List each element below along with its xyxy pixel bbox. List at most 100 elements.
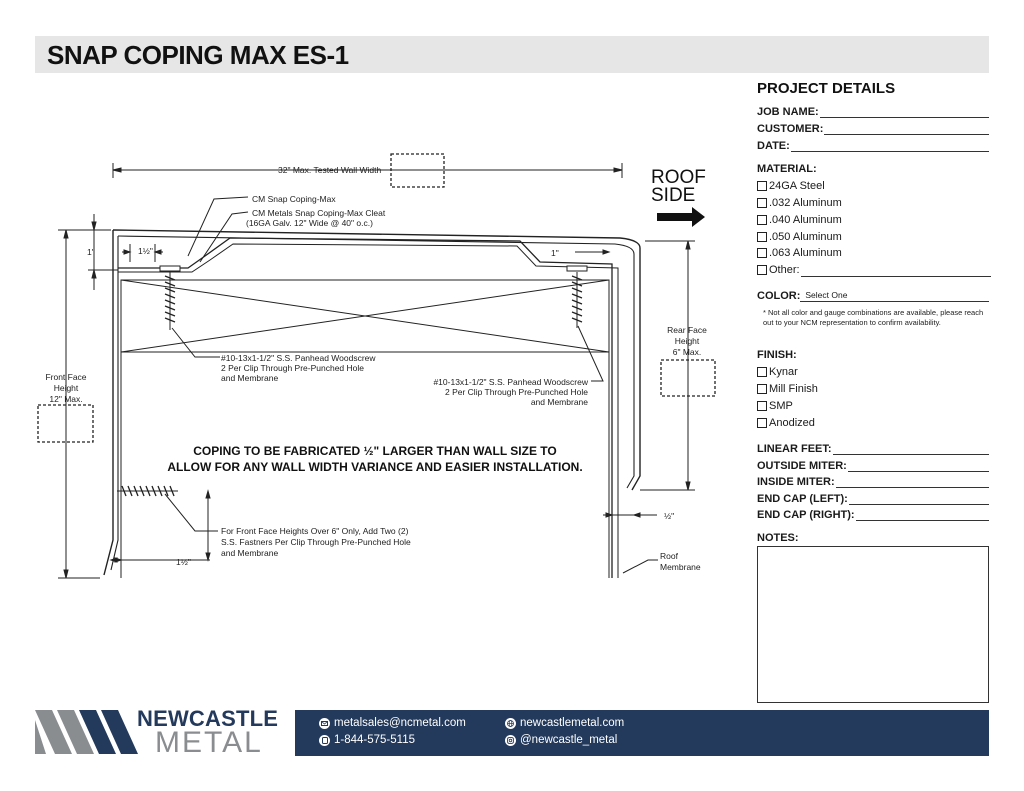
rear-face-line-3: 6" Max.: [672, 347, 702, 357]
material-other-label: Other:: [769, 264, 800, 276]
checkbox[interactable]: [757, 367, 767, 377]
material-option-label: .063 Aluminum: [769, 247, 842, 259]
fastener-note-line-2: S.S. Fastners Per Clip Through Pre-Punch…: [221, 537, 411, 547]
checkbox[interactable]: [757, 401, 767, 411]
dim-1in-right: 1": [551, 248, 559, 258]
job-name-field[interactable]: JOB NAME:: [757, 104, 989, 118]
contact-bar: metalsales@ncmetal.com 1-844-575-5115 ne…: [295, 710, 989, 756]
technical-drawing: 32" Max. Tested Wall Width CM Snap Copin…: [37, 153, 716, 579]
website-text: newcastlemetal.com: [520, 717, 625, 729]
screw-left-line-1: #10-13x1-1/2" S.S. Panhead Woodscrew: [221, 353, 376, 363]
roof-side-label: ROOF SIDE: [651, 167, 706, 206]
end-cap-right-label: END CAP (RIGHT):: [757, 509, 855, 521]
finish-heading: FINISH:: [757, 349, 797, 361]
roof-side-line-1: ROOF: [651, 167, 706, 188]
checkbox[interactable]: [757, 181, 767, 191]
material-option-label: .050 Aluminum: [769, 231, 842, 243]
page-title: SNAP COPING MAX ES-1: [47, 40, 349, 70]
linear-feet-label: LINEAR FEET:: [757, 443, 832, 455]
instagram-icon: [505, 734, 516, 746]
coping-drawing-svg: [37, 153, 716, 579]
fabrication-note-line-1: COPING TO BE FABRICATED ½" LARGER THAN W…: [193, 444, 557, 458]
finish-option-kynar[interactable]: Kynar: [757, 365, 798, 379]
material-option-063-aluminum[interactable]: .063 Aluminum: [757, 246, 842, 260]
tested-width-label: 32" Max. Tested Wall Width: [278, 165, 382, 175]
fastener-note-line-1: For Front Face Heights Over 6" Only, Add…: [221, 526, 409, 536]
material-option-label: .032 Aluminum: [769, 197, 842, 209]
cleat-label-2: (16GA Galv. 12" Wide @ 40" o.c.): [246, 218, 373, 228]
fastener-note-line-3: and Membrane: [221, 548, 279, 558]
roof-side-arrow-icon: [657, 207, 705, 227]
rear-face-line-1: Rear Face: [667, 325, 707, 335]
social-contact[interactable]: @newcastle_metal: [505, 734, 617, 746]
logo-mark-icon: [35, 710, 138, 754]
customer-field[interactable]: CUSTOMER:: [757, 121, 989, 135]
screw-left-line-2: 2 Per Clip Through Pre-Punched Hole: [221, 363, 365, 373]
availability-note: * Not all color and gauge combinations a…: [763, 308, 984, 327]
customer-label: CUSTOMER:: [757, 123, 824, 135]
material-option-040-aluminum[interactable]: .040 Aluminum: [757, 213, 842, 227]
checkbox[interactable]: [757, 215, 767, 225]
front-face-line-3: 12" Max.: [49, 394, 83, 404]
end-cap-right-field[interactable]: END CAP (RIGHT):: [757, 507, 989, 521]
checkbox[interactable]: [757, 232, 767, 242]
email-icon: [319, 717, 330, 729]
dim-half-bottom: 1½": [176, 557, 191, 567]
end-cap-left-field[interactable]: END CAP (LEFT):: [757, 491, 989, 505]
dim-half-right: ½": [664, 511, 675, 521]
color-select-value[interactable]: Select One: [800, 289, 989, 302]
front-face-line-1: Front Face: [45, 372, 87, 382]
finish-option-label: Anodized: [769, 417, 815, 429]
roof-side-line-2: SIDE: [651, 185, 696, 206]
phone-text: 1-844-575-5115: [334, 734, 415, 746]
newcastle-metal-logo: NEWCASTLE METAL: [35, 706, 280, 759]
checkbox[interactable]: [757, 265, 767, 275]
checkbox[interactable]: [757, 418, 767, 428]
rear-face-line-2: Height: [674, 336, 700, 346]
color-select[interactable]: COLOR: Select One: [757, 289, 989, 302]
material-option-24ga-steel[interactable]: 24GA Steel: [757, 179, 825, 193]
fabrication-note-line-2: ALLOW FOR ANY WALL WIDTH VARIANCE AND EA…: [167, 460, 583, 474]
project-details-heading: PROJECT DETAILS: [757, 80, 896, 97]
phone-icon: [319, 734, 330, 746]
roof-membrane-line-2: Membrane: [660, 562, 701, 572]
outside-miter-label: OUTSIDE MITER:: [757, 460, 847, 472]
other-input-line[interactable]: [800, 264, 991, 277]
phone-contact[interactable]: 1-844-575-5115: [319, 734, 415, 746]
finish-option-smp[interactable]: SMP: [757, 399, 793, 413]
screw-right-line-2: 2 Per Clip Through Pre-Punched Hole: [444, 387, 588, 397]
finish-option-mill-finish[interactable]: Mill Finish: [757, 382, 818, 396]
end-cap-left-label: END CAP (LEFT):: [757, 493, 848, 505]
inside-miter-field[interactable]: INSIDE MITER:: [757, 474, 989, 488]
title-bar: SNAP COPING MAX ES-1: [35, 36, 989, 73]
material-option-label: .040 Aluminum: [769, 214, 842, 226]
notes-heading: NOTES:: [757, 532, 799, 544]
finish-option-label: Mill Finish: [769, 383, 818, 395]
material-option-050-aluminum[interactable]: .050 Aluminum: [757, 230, 842, 244]
globe-icon: [505, 717, 516, 729]
website-contact[interactable]: newcastlemetal.com: [505, 717, 624, 729]
front-face-line-2: Height: [53, 383, 79, 393]
logo-text-newcastle: NEWCASTLE: [137, 706, 279, 731]
screw-right-line-3: and Membrane: [530, 397, 588, 407]
dim-half-top: 1½": [138, 246, 153, 256]
linear-feet-field[interactable]: LINEAR FEET:: [757, 441, 989, 455]
checkbox[interactable]: [757, 198, 767, 208]
checkbox[interactable]: [757, 384, 767, 394]
inside-miter-label: INSIDE MITER:: [757, 476, 835, 488]
material-option-other[interactable]: Other:: [757, 263, 991, 277]
email-text: metalsales@ncmetal.com: [334, 717, 466, 729]
email-contact[interactable]: metalsales@ncmetal.com: [319, 717, 466, 729]
date-label: DATE:: [757, 140, 790, 152]
material-heading: MATERIAL:: [757, 163, 817, 175]
logo-text-metal: METAL: [155, 726, 263, 759]
coping-label: CM Snap Coping-Max: [252, 194, 336, 204]
finish-option-anodized[interactable]: Anodized: [757, 416, 815, 430]
material-option-032-aluminum[interactable]: .032 Aluminum: [757, 196, 842, 210]
outside-miter-field[interactable]: OUTSIDE MITER:: [757, 458, 989, 472]
cleat-label-1: CM Metals Snap Coping-Max Cleat: [252, 208, 386, 218]
date-field[interactable]: DATE:: [757, 138, 989, 152]
checkbox[interactable]: [757, 248, 767, 258]
dim-1in-left: 1": [87, 247, 95, 257]
notes-textarea[interactable]: [757, 546, 989, 703]
